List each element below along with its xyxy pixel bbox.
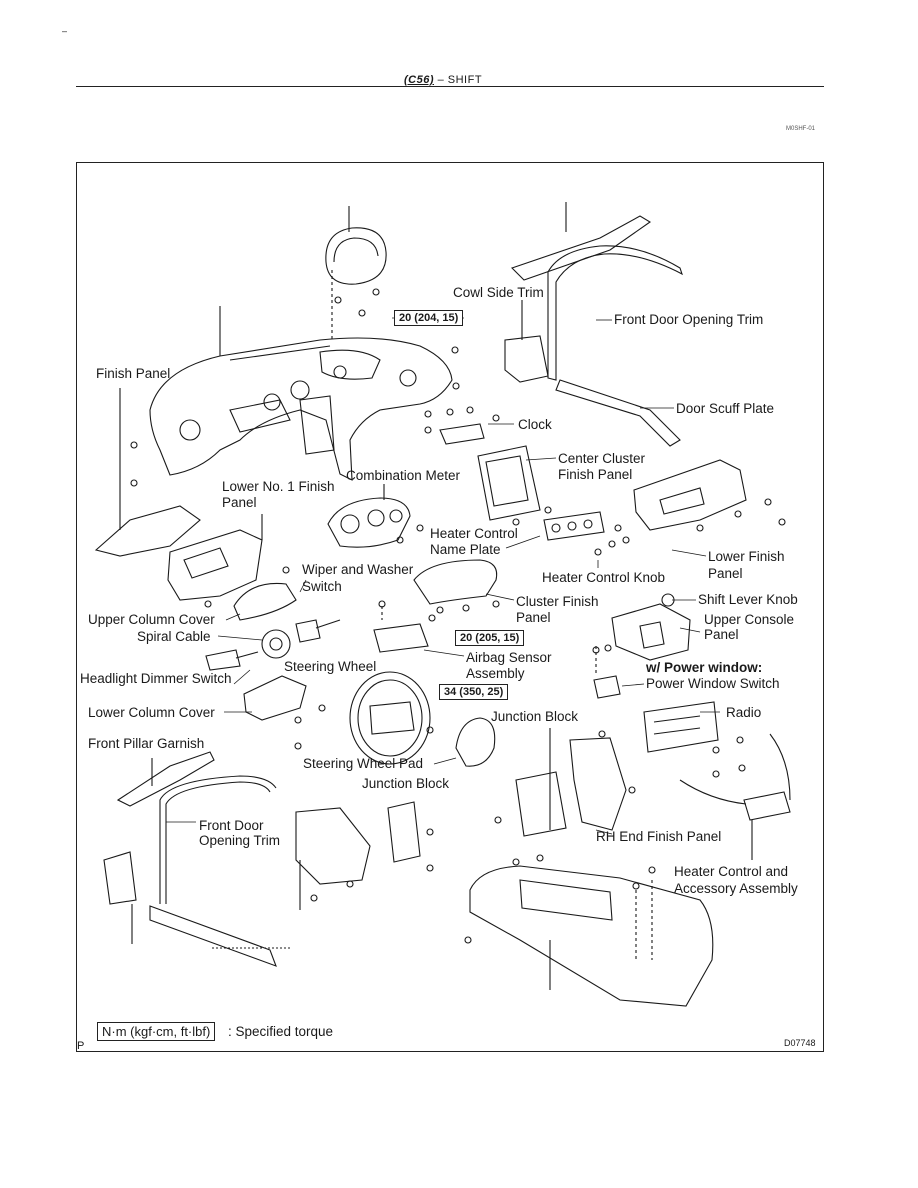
label-airbag-sensor-2: Assembly xyxy=(466,666,525,681)
header-title: (C56) – SHIFT xyxy=(404,74,482,86)
label-lower-finish-2: Panel xyxy=(708,566,743,581)
steering-wheel-illustration xyxy=(349,671,434,765)
label-lower-finish-1: Lower Finish xyxy=(708,549,785,564)
header-dash: – xyxy=(437,74,445,86)
label-upper-console-1: Upper Console xyxy=(704,612,795,627)
page-header: (C56) – SHIFT xyxy=(0,66,918,90)
front-pillar-garnish-illustration xyxy=(116,751,215,807)
label-front-door-opening-trim-top: Front Door Opening Trim xyxy=(614,312,764,327)
airbag-sensor-assembly-illustration xyxy=(373,600,436,653)
label-finish-panel: Finish Panel xyxy=(96,366,171,381)
label-combination-meter: Combination Meter xyxy=(346,468,461,483)
legend-torque-box: N·m (kgf·cm, ft·lbf) xyxy=(97,1022,216,1041)
label-upper-console-2: Panel xyxy=(704,627,739,642)
label-cowl-side-trim: Cowl Side Trim xyxy=(453,285,544,300)
label-cluster-finish-2: Panel xyxy=(516,610,551,625)
lower-no1-finish-panel-illustration xyxy=(94,388,290,608)
label-rh-end-finish-panel: RH End Finish Panel xyxy=(596,829,722,844)
door-trim-bottom-illustration xyxy=(103,775,292,967)
heater-control-accessory-illustration xyxy=(679,733,791,860)
label-lower-column-cover: Lower Column Cover xyxy=(88,705,215,720)
legend-torque-text: : Specified torque xyxy=(228,1024,334,1039)
label-headlight-dimmer-switch: Headlight Dimmer Switch xyxy=(80,671,232,686)
spiral-cable-illustration xyxy=(261,629,291,659)
label-power-window-switch: Power Window Switch xyxy=(646,676,780,691)
label-upper-column-cover: Upper Column Cover xyxy=(88,612,215,627)
console-box-illustration xyxy=(464,854,714,1007)
heater-control-name-plate-illustration xyxy=(543,506,630,556)
corner-mark: – xyxy=(62,26,68,36)
label-front-door-bottom-2: Opening Trim xyxy=(199,833,281,848)
cluster-finish-panel-illustration xyxy=(413,559,500,614)
label-center-cluster-1: Center Cluster xyxy=(558,451,646,466)
header-section: SHIFT xyxy=(447,74,483,86)
label-heater-control-name-plate-1: Heater Control xyxy=(430,526,518,541)
label-airbag-sensor-1: Airbag Sensor xyxy=(466,650,552,665)
clock-illustration xyxy=(424,406,500,445)
label-center-cluster-2: Finish Panel xyxy=(558,467,633,482)
center-cluster-finish-panel-illustration xyxy=(477,445,541,526)
label-shift-lever-knob: Shift Lever Knob xyxy=(698,592,798,607)
steering-wheel-pad-illustration xyxy=(455,717,496,767)
power-window-switch-illustration xyxy=(592,644,621,699)
label-junction-block-right: Junction Block xyxy=(491,709,579,724)
label-heater-control-name-plate-2: Name Plate xyxy=(430,542,501,557)
label-clock: Clock xyxy=(518,417,552,432)
rh-end-finish-panel-illustration xyxy=(569,730,636,831)
lower-column-cover-illustration xyxy=(243,675,326,750)
combination-meter-illustration xyxy=(327,484,424,548)
label-heater-control-accessory-2: Accessory Assembly xyxy=(674,881,798,896)
label-heater-control-knob: Heater Control Knob xyxy=(542,570,666,585)
torque-airbag-module: 20 (204, 15) xyxy=(394,310,464,326)
label-steering-wheel: Steering Wheel xyxy=(284,659,377,674)
headlight-dimmer-switch-illustration xyxy=(205,649,259,671)
label-wiper-washer-2: Switch xyxy=(302,579,342,594)
diagram-frame xyxy=(76,162,824,1052)
lower-finish-panel-illustration xyxy=(633,459,786,532)
label-steering-wheel-pad: Steering Wheel Pad xyxy=(303,756,424,771)
lower-dash-bracket-illustration xyxy=(295,807,371,910)
instrument-panel-illustration xyxy=(130,306,460,487)
torque-steering-wheel: 34 (350, 25) xyxy=(439,684,509,700)
label-radio: Radio xyxy=(726,705,762,720)
label-door-scuff-plate: Door Scuff Plate xyxy=(676,401,775,416)
figure-code: D07748 xyxy=(784,1038,816,1048)
corner-letter: P xyxy=(77,1040,85,1052)
upper-console-panel-illustration xyxy=(611,593,691,661)
header-rule xyxy=(76,86,824,87)
label-power-window-note: w/ Power window: xyxy=(646,660,763,675)
label-junction-block-left: Junction Block xyxy=(362,776,450,791)
torque-airbag-sensor: 20 (205, 15) xyxy=(455,630,525,646)
label-front-door-bottom-1: Front Door xyxy=(199,818,264,833)
steering-pad-top-illustration xyxy=(325,206,387,340)
label-heater-control-accessory-1: Heater Control and xyxy=(674,864,789,879)
wiper-washer-switch-illustration xyxy=(295,619,341,643)
label-wiper-washer-1: Wiper and Washer xyxy=(302,562,414,577)
door-trim-top-illustration xyxy=(504,202,683,447)
radio-illustration xyxy=(643,701,746,778)
upper-column-cover-illustration xyxy=(233,582,297,621)
label-lower-no1-finish-2: Panel xyxy=(222,495,257,510)
label-front-pillar-garnish: Front Pillar Garnish xyxy=(88,736,205,751)
label-spiral-cable: Spiral Cable xyxy=(137,629,211,644)
junction-block-right-illustration xyxy=(494,728,567,837)
junction-block-left-illustration xyxy=(387,801,434,872)
header-model: (C56) xyxy=(404,74,435,86)
ref-code: M0SHF-01 xyxy=(786,126,816,132)
label-lower-no1-finish-1: Lower No. 1 Finish xyxy=(222,479,335,494)
label-cluster-finish-1: Cluster Finish xyxy=(516,594,599,609)
